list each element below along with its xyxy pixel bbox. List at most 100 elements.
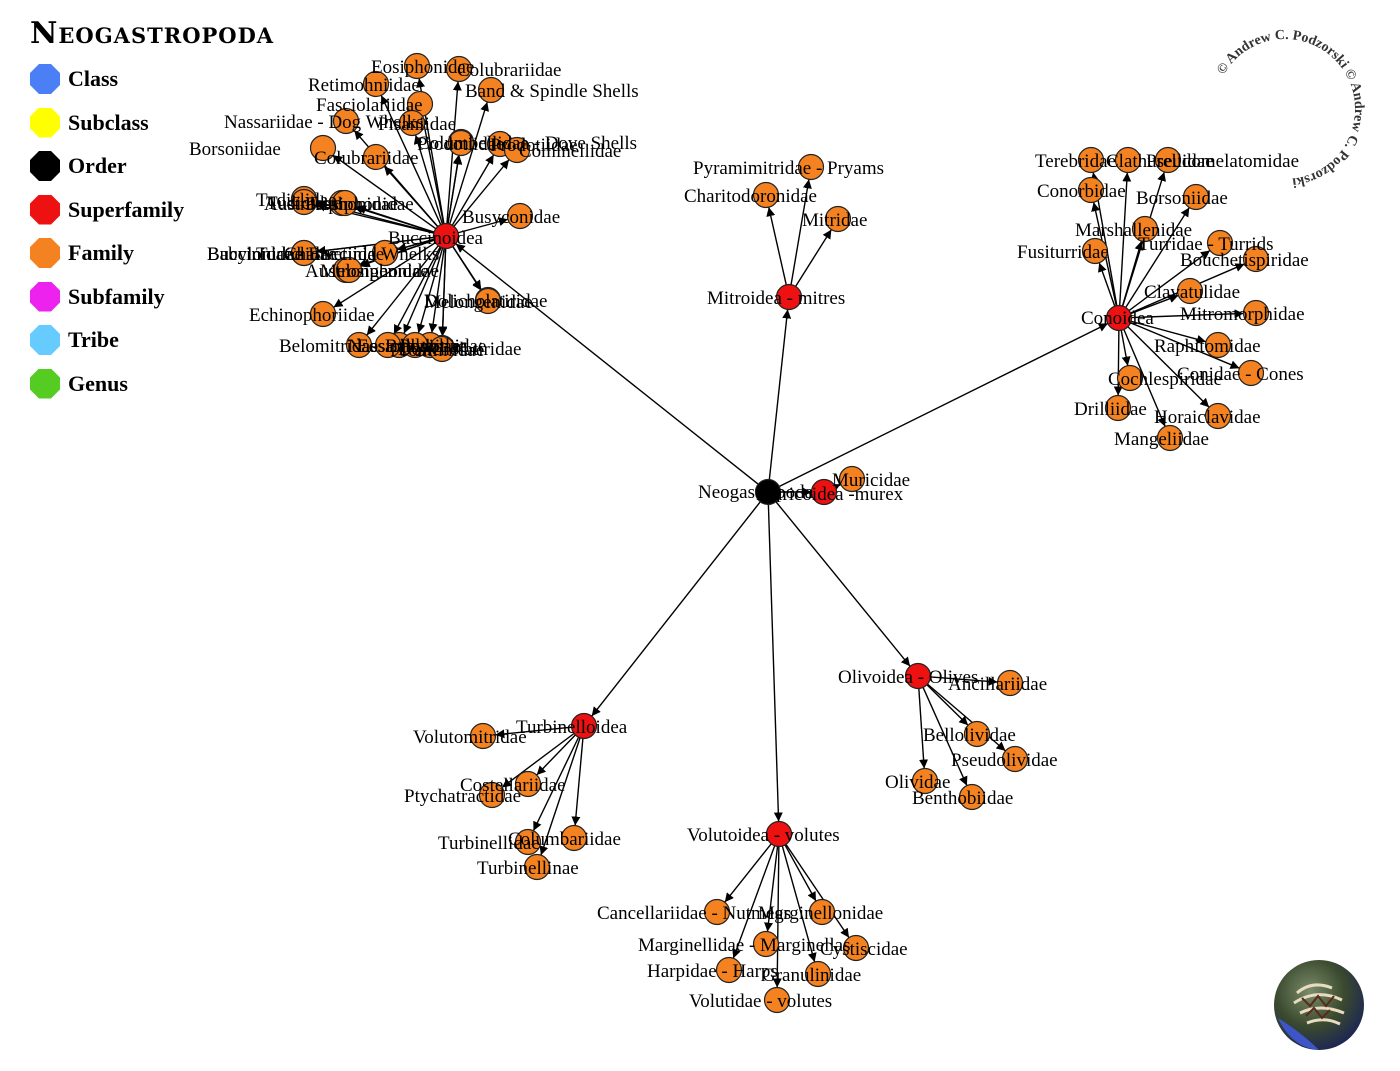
family-node-mitridae[interactable] <box>824 205 852 233</box>
family-node-prodotiidae[interactable] <box>447 129 475 157</box>
shell-logo-icon <box>1274 960 1364 1050</box>
family-node-conorbidae[interactable] <box>1077 176 1105 204</box>
edge-mitroidea-to-pyramimitridae-pryams <box>790 179 812 285</box>
family-node-turbinellidae[interactable] <box>514 828 542 856</box>
edge-buccinoidea-to-retimohniidae <box>380 95 442 225</box>
family-node-mangeliidae[interactable] <box>1156 424 1184 452</box>
family-node-clavatulidae[interactable] <box>1176 277 1204 305</box>
family-node-band-spindle-shells[interactable] <box>477 76 505 104</box>
edge-conoidea-to-mitromorphidae <box>1131 309 1244 319</box>
family-node-prosiphonidae[interactable] <box>331 189 359 217</box>
family-node-retimohniidae[interactable] <box>362 70 390 98</box>
family-node-clathurellidae[interactable] <box>1114 146 1142 174</box>
family-node-echinophoriidae[interactable] <box>309 300 337 328</box>
family-node-drilliidae[interactable] <box>1104 394 1132 422</box>
family-node-granulinidae[interactable] <box>804 960 832 988</box>
family-label-bellolividae: Bellolividae <box>923 725 1016 746</box>
family-node-cominellidae[interactable] <box>503 136 531 164</box>
edge-buccinoidea-to-prosiphonidae <box>356 205 435 233</box>
superfamily-node-buccinoidea[interactable] <box>432 222 460 250</box>
family-node-colubrariidae[interactable] <box>362 143 390 171</box>
family-node-eosiphonidae[interactable] <box>403 52 431 80</box>
edge-volutoidea-to-volutidae-volutes <box>772 846 782 988</box>
edge-root-to-olivoidea <box>775 501 911 667</box>
family-node-pseudomelatomidae[interactable] <box>1154 146 1182 174</box>
family-node-marshallenidae[interactable] <box>1131 215 1159 243</box>
family-node-turridae-turrids[interactable] <box>1206 229 1234 257</box>
family-node-turbinellinae[interactable] <box>523 853 551 881</box>
family-node-pseudolividae[interactable] <box>1001 745 1029 773</box>
family-node-tomlinidae[interactable] <box>428 335 456 363</box>
family-node-fusiturridae[interactable] <box>1081 237 1109 265</box>
family-node-tudiclidae[interactable] <box>290 239 318 267</box>
family-node-babyloniidae[interactable] <box>401 331 429 359</box>
family-node-harpidae-harps[interactable] <box>715 956 743 984</box>
family-node-volutidae-volutes[interactable] <box>763 986 791 1014</box>
superfamily-node-mitroidea[interactable] <box>775 283 803 311</box>
edge-buccinoidea-to-tomlinidae <box>438 248 448 337</box>
family-node-cystiscidae[interactable] <box>842 934 870 962</box>
family-node-ancillariidae[interactable] <box>996 669 1024 697</box>
family-node-volutomitridae[interactable] <box>469 722 497 750</box>
edge-conoidea-to-clavatulidae <box>1130 294 1179 315</box>
family-node-bellolividae[interactable] <box>963 720 991 748</box>
edge-buccinoidea-to-babylonidae <box>396 238 435 252</box>
edge-turbinelloidea-to-costellariidae <box>536 734 576 776</box>
family-node-busyconidae[interactable] <box>506 202 534 230</box>
superfamily-node-turbinelloidea[interactable] <box>570 712 598 740</box>
legend-swatch-class <box>30 64 60 94</box>
family-label-olividae: Olividae <box>885 772 950 793</box>
family-node-nassariidae[interactable] <box>374 331 402 359</box>
superfamily-label-mitroidea: Mitroidea - mitres <box>707 288 845 309</box>
family-node-belomitridae[interactable] <box>345 331 373 359</box>
family-node-marginellidae-marginellas[interactable] <box>752 930 780 958</box>
family-label-drilliidae: Drilliidae <box>1074 399 1147 420</box>
edge-layer <box>315 78 1245 988</box>
family-node-melongenidae[interactable] <box>474 287 502 315</box>
family-label-marshallenidae: Marshallenidae <box>1075 220 1192 241</box>
family-node-conidae-cones[interactable] <box>1237 359 1265 387</box>
edge-turbinelloidea-to-turbinellidae <box>532 736 580 832</box>
family-node-olividae[interactable] <box>911 767 939 795</box>
edge-buccinoidea-to-nassariidae <box>393 246 441 335</box>
family-label-dolicholatiridae: Dolicholatiridae <box>398 339 521 360</box>
superfamily-node-volutoidea[interactable] <box>765 820 793 848</box>
edge-buccinoidea-to-prodotiidae <box>451 154 495 226</box>
family-label-pseudolividae: Pseudolividae <box>951 750 1058 771</box>
family-node-tudicidae[interactable] <box>290 188 318 216</box>
family-node-columbariidae[interactable] <box>560 824 588 852</box>
family-label-babylonidae: Babylonidae <box>207 244 303 265</box>
legend-label-subfamily: Subfamily <box>68 283 165 309</box>
family-node-cancellariidae-nutmegs[interactable] <box>703 898 731 926</box>
family-label-conorbidae: Conorbidae <box>1037 181 1126 202</box>
family-label-granulinidae: Granulinidae <box>762 965 861 986</box>
family-node-charitodoronidae[interactable] <box>752 181 780 209</box>
family-node-borsoniidae[interactable] <box>309 134 337 162</box>
family-node-pyramimitridae-pryams[interactable] <box>797 153 825 181</box>
family-node-raphitomidae[interactable] <box>1204 331 1232 359</box>
family-node-colubrariidae[interactable] <box>445 55 473 83</box>
family-node-austrosiphonidae[interactable] <box>335 256 363 284</box>
family-node-costellariidae[interactable] <box>514 770 542 798</box>
family-node-babylonidae[interactable] <box>371 239 399 267</box>
family-node-mitromorphidae[interactable] <box>1242 299 1270 327</box>
family-node-muricidae[interactable] <box>838 465 866 493</box>
family-node-terebridae[interactable] <box>1077 146 1105 174</box>
superfamily-node-muricoidea[interactable] <box>810 478 838 506</box>
edge-root-to-mitroidea <box>768 309 792 480</box>
family-node-pisaniidae[interactable] <box>398 109 426 137</box>
superfamily-node-olivoidea[interactable] <box>904 662 932 690</box>
family-node-nassariidae-dog-whelks[interactable] <box>332 107 360 135</box>
family-node-borsoniidae[interactable] <box>1182 183 1210 211</box>
family-node-ptychatractidae[interactable] <box>478 781 506 809</box>
family-node-benthobiidae[interactable] <box>958 783 986 811</box>
family-label-conidae-cones: Conidae - Cones <box>1177 364 1304 385</box>
family-node-bouchetispiridae[interactable] <box>1242 245 1270 273</box>
order-node-neogastropoda[interactable] <box>754 478 782 506</box>
family-label-ancillariidae: Ancillariidae <box>948 674 1047 695</box>
family-node-cochlespiridae[interactable] <box>1116 364 1144 392</box>
family-node-horaiclavidae[interactable] <box>1204 402 1232 430</box>
family-node-marginellonidae[interactable] <box>808 898 836 926</box>
family-label-dolicholatiridae: Dolicholatiridae <box>424 291 547 312</box>
superfamily-node-conoidea[interactable] <box>1105 304 1133 332</box>
